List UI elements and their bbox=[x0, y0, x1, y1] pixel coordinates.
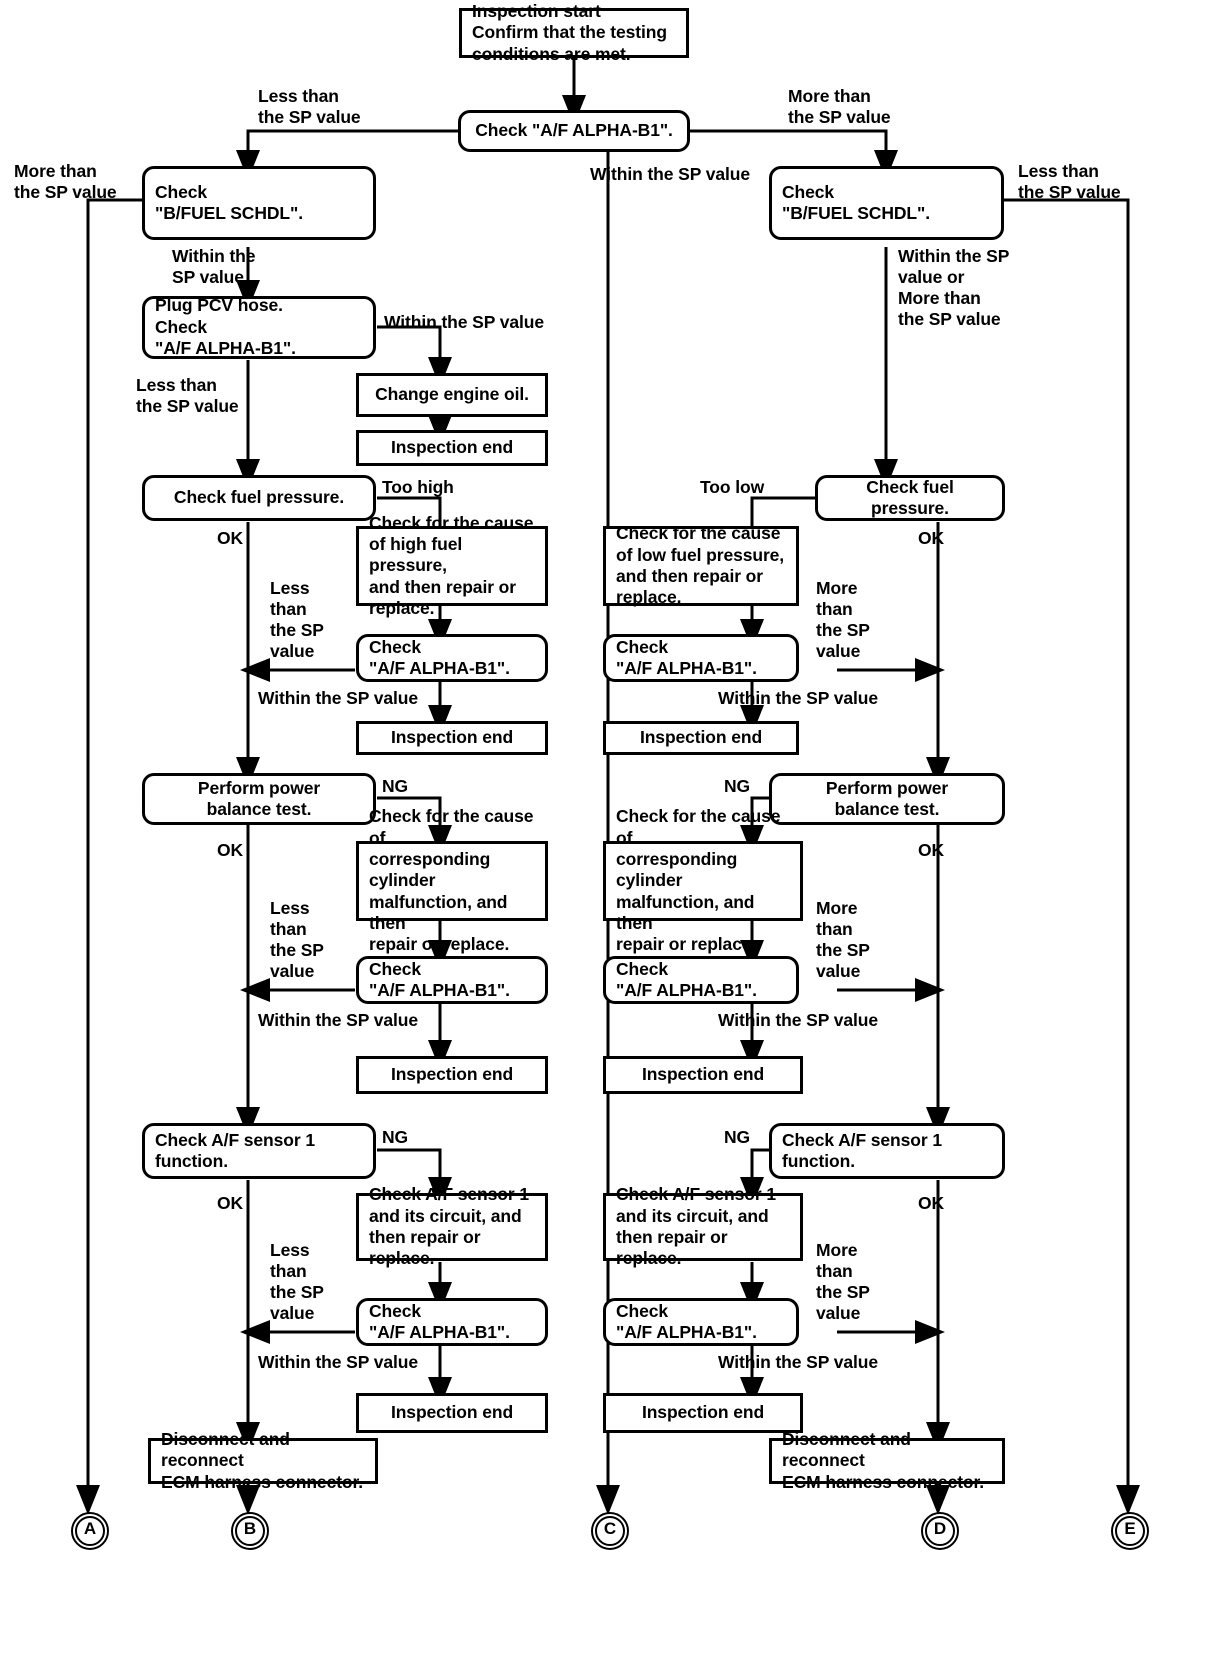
box-cause-cylinder-left: Check for the cause of corresponding cyl… bbox=[356, 806, 548, 954]
label-ok-1-left: OK bbox=[217, 528, 244, 548]
connector-b: B bbox=[231, 1512, 269, 1550]
label-within-sp-2-right: Within the SP value bbox=[718, 1010, 879, 1030]
label-less-than-sp-narrow-3: Less than the SP value bbox=[270, 1240, 324, 1323]
box-plug-pcv-hose: Plug PCV hose. Check "A/F ALPHA-B1". bbox=[142, 295, 376, 359]
box-check-af-alpha-2-right: Check "A/F ALPHA-B1". bbox=[603, 634, 799, 682]
box-check-fuel-pressure-left: Check fuel pressure. bbox=[142, 475, 376, 521]
label-ok-3-left: OK bbox=[217, 1193, 244, 1213]
label-ok-2-right: OK bbox=[918, 840, 945, 860]
label-more-than-sp-narrow-3: More than the SP value bbox=[816, 1240, 870, 1323]
box-power-balance-right: Perform power balance test. bbox=[769, 773, 1005, 825]
connector-a-label: A bbox=[75, 1516, 105, 1546]
label-within-sp-2-left: Within the SP value bbox=[258, 1010, 419, 1030]
label-more-than-sp-top-right: More than the SP value bbox=[788, 86, 891, 127]
label-too-high: Too high bbox=[382, 477, 454, 497]
label-more-than-sp-narrow-2: More than the SP value bbox=[816, 898, 870, 981]
label-less-than-sp-pcv: Less than the SP value bbox=[136, 375, 239, 416]
box-inspection-end-4-left: Inspection end bbox=[356, 1393, 548, 1433]
box-check-af-alpha-top: Check "A/F ALPHA-B1". bbox=[458, 110, 690, 152]
label-within-sp-1-right: Within the SP value bbox=[718, 688, 879, 708]
label-more-than-sp-far-left: More than the SP value bbox=[14, 161, 117, 202]
label-ng-3-left: NG bbox=[382, 1127, 409, 1147]
box-check-af-alpha-4-left: Check "A/F ALPHA-B1". bbox=[356, 1298, 548, 1346]
connector-c-label: C bbox=[595, 1516, 625, 1546]
connector-d: D bbox=[921, 1512, 959, 1550]
label-within-sp-or-more-right: Within the SP value or More than the SP … bbox=[898, 246, 1010, 329]
label-within-sp-3-left: Within the SP value bbox=[258, 1352, 419, 1372]
box-check-af-alpha-4-right: Check "A/F ALPHA-B1". bbox=[603, 1298, 799, 1346]
box-inspection-end-1: Inspection end bbox=[356, 430, 548, 466]
label-ng-3-right: NG bbox=[724, 1127, 751, 1147]
label-too-low: Too low bbox=[700, 477, 765, 497]
box-check-af-alpha-3-left: Check "A/F ALPHA-B1". bbox=[356, 956, 548, 1004]
box-bfuel-schdl-right: Check "B/FUEL SCHDL". bbox=[769, 166, 1004, 240]
box-inspection-end-2-right: Inspection end bbox=[603, 721, 799, 755]
label-less-than-sp-far-right: Less than the SP value bbox=[1018, 161, 1121, 202]
box-bfuel-schdl-left: Check "B/FUEL SCHDL". bbox=[142, 166, 376, 240]
box-check-af-alpha-3-right: Check "A/F ALPHA-B1". bbox=[603, 956, 799, 1004]
box-af-sensor-function-right: Check A/F sensor 1 function. bbox=[769, 1123, 1005, 1179]
box-af-circuit-repair-left: Check A/F sensor 1 and its circuit, and … bbox=[356, 1184, 548, 1268]
box-inspection-start: Inspection start Confirm that the testin… bbox=[459, 1, 689, 64]
box-inspection-end-2-left: Inspection end bbox=[356, 721, 548, 755]
label-less-than-sp-top-left: Less than the SP value bbox=[258, 86, 361, 127]
connector-e-label: E bbox=[1115, 1516, 1145, 1546]
box-inspection-end-3-right: Inspection end bbox=[603, 1056, 803, 1094]
box-cause-cylinder-right: Check for the cause of corresponding cyl… bbox=[603, 806, 803, 954]
box-cause-high-fuel-pressure: Check for the cause of high fuel pressur… bbox=[356, 513, 548, 618]
label-within-sp-value-pcv: Within the SP value bbox=[384, 312, 545, 332]
connector-a: A bbox=[71, 1512, 109, 1550]
label-ok-1-right: OK bbox=[918, 528, 945, 548]
box-check-af-alpha-2-left: Check "A/F ALPHA-B1". bbox=[356, 634, 548, 682]
label-less-than-sp-narrow-1: Less than the SP value bbox=[270, 578, 324, 661]
box-inspection-end-3-left: Inspection end bbox=[356, 1056, 548, 1094]
box-power-balance-left: Perform power balance test. bbox=[142, 773, 376, 825]
box-check-fuel-pressure-right: Check fuel pressure. bbox=[815, 475, 1005, 521]
label-within-the-sp-value-left: Within the SP value bbox=[172, 246, 256, 287]
connector-b-label: B bbox=[235, 1516, 265, 1546]
connector-c: C bbox=[591, 1512, 629, 1550]
box-cause-low-fuel-pressure: Check for the cause of low fuel pressure… bbox=[603, 523, 799, 607]
box-ecm-harness-right: Disconnect and reconnect ECM harness con… bbox=[769, 1429, 1005, 1492]
label-ng-2-right: NG bbox=[724, 776, 751, 796]
label-within-sp-1-left: Within the SP value bbox=[258, 688, 419, 708]
box-af-circuit-repair-right: Check A/F sensor 1 and its circuit, and … bbox=[603, 1184, 803, 1268]
label-ok-2-left: OK bbox=[217, 840, 244, 860]
label-less-than-sp-narrow-2: Less than the SP value bbox=[270, 898, 324, 981]
label-ok-3-right: OK bbox=[918, 1193, 945, 1213]
box-ecm-harness-left: Disconnect and reconnect ECM harness con… bbox=[148, 1429, 378, 1492]
box-inspection-end-4-right: Inspection end bbox=[603, 1393, 803, 1433]
box-af-sensor-function-left: Check A/F sensor 1 function. bbox=[142, 1123, 376, 1179]
connector-e: E bbox=[1111, 1512, 1149, 1550]
label-more-than-sp-narrow-1: More than the SP value bbox=[816, 578, 870, 661]
label-within-sp-3-right: Within the SP value bbox=[718, 1352, 879, 1372]
box-change-engine-oil: Change engine oil. bbox=[356, 373, 548, 417]
label-ng-2-left: NG bbox=[382, 776, 409, 796]
connector-d-label: D bbox=[925, 1516, 955, 1546]
label-within-sp-middle: Within the SP value bbox=[590, 164, 751, 184]
